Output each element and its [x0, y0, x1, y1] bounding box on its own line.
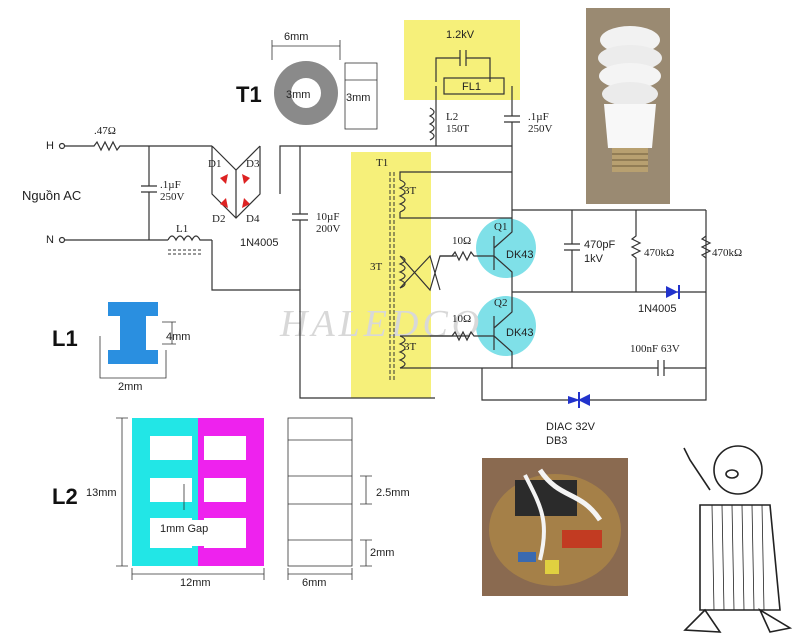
diode-d1: [220, 174, 228, 184]
watermark: HALEDCO: [279, 303, 483, 345]
cap-bulk-value: 10µF: [316, 211, 339, 223]
t1-turns-c: 3T: [404, 341, 417, 353]
q2-symbol: [493, 292, 513, 368]
t1-highlight: [351, 152, 431, 398]
ac-source-label: Nguồn AC: [22, 188, 81, 203]
t1-outer-dim: 6mm: [284, 31, 308, 43]
t1-turns-b: 3T: [370, 261, 383, 273]
lamp-label: FL1: [462, 81, 481, 93]
d2-label: D2: [212, 213, 225, 225]
res-r2-label: 470kΩ: [712, 247, 742, 259]
l2-turns: 150T: [446, 123, 470, 135]
cap-snub: [564, 210, 580, 292]
d1-label: D1: [208, 158, 221, 170]
diode-d4: [242, 198, 250, 208]
pcb-photo: [482, 458, 628, 596]
cap-diac: [657, 360, 665, 376]
l2-core-height: 13mm: [86, 487, 117, 499]
diac: [568, 396, 580, 404]
res-base1: [440, 250, 494, 262]
d4-label: D4: [246, 213, 260, 225]
diac-line2: DB3: [546, 435, 567, 447]
t1-inner-dim: 3mm: [286, 89, 310, 101]
diode-d3: [242, 174, 250, 184]
l2-seg1: 2.5mm: [376, 487, 410, 499]
q1-highlight: [476, 218, 536, 278]
l2-label: L2: [446, 111, 458, 123]
q2-type: DK43: [506, 327, 534, 339]
t1-winding-a: [398, 179, 406, 213]
res-r2: [700, 235, 712, 259]
l1-core: [108, 302, 158, 364]
l2-side-view: [287, 417, 353, 567]
t1-toroid-hole: [291, 78, 321, 108]
cap-out-voltage: 250V: [528, 123, 553, 135]
cap-bulk-voltage: 200V: [316, 223, 341, 235]
fuse-resistor: [65, 140, 212, 152]
diode-out: [666, 286, 678, 298]
t1-side-dim: 3mm: [346, 92, 370, 104]
l1-inductor: [167, 235, 212, 242]
cap-snub-voltage: 1kV: [584, 253, 604, 265]
t1-turns-a: 3T: [404, 185, 417, 197]
q2-highlight: [476, 296, 536, 356]
cartoon-man: [683, 445, 793, 633]
cap-snub-value: 470pF: [584, 239, 615, 251]
hv-highlight: [404, 20, 520, 100]
q2-name: Q2: [494, 297, 507, 309]
l2-title: L2: [52, 484, 78, 509]
l1-core-height: 4mm: [166, 331, 190, 343]
cap-hv-label: 1.2kV: [446, 29, 475, 41]
res-base2: [430, 330, 494, 342]
diac-line1: DIAC 32V: [546, 421, 596, 433]
diode-d2: [220, 198, 228, 208]
terminal-h: H: [46, 140, 54, 152]
terminal-n: N: [46, 234, 54, 246]
l2-gap-label: 1mm Gap: [160, 523, 208, 535]
cap-in-voltage: 250V: [160, 191, 185, 203]
res-r1: [630, 210, 642, 292]
q1-name: Q1: [494, 221, 507, 233]
cap-in-value: .1µF: [160, 179, 181, 191]
t1-label: T1: [376, 157, 388, 169]
res-base1-label: 10Ω: [452, 235, 471, 247]
fuse-res-label: .47Ω: [94, 125, 116, 137]
lamp-fl1: [443, 77, 505, 95]
t1-winding-b: [398, 255, 406, 289]
l1-label: L1: [176, 223, 188, 235]
t1-title: T1: [236, 82, 262, 107]
res-base2-label: 10Ω: [452, 313, 471, 325]
cap-diac-label: 100nF 63V: [630, 343, 680, 355]
bridge-type: 1N4005: [240, 237, 279, 249]
l2-seg2: 2mm: [370, 547, 394, 559]
l2-core-width: 12mm: [180, 577, 211, 589]
t1-side-view: [344, 62, 378, 130]
cfl-bulb-photo: [586, 8, 670, 204]
diode-out-label: 1N4005: [638, 303, 677, 315]
l1-core-width: 2mm: [118, 381, 142, 393]
q1-symbol: [493, 210, 513, 292]
d3-label: D3: [246, 158, 260, 170]
res-r1-label: 470kΩ: [644, 247, 674, 259]
t1-winding-c: [398, 335, 406, 369]
l2-depth: 6mm: [302, 577, 326, 589]
l1-title: L1: [52, 326, 78, 351]
q1-type: DK43: [506, 249, 534, 261]
l2-inductor: [428, 107, 435, 141]
cap-out-value: .1µF: [528, 111, 549, 123]
